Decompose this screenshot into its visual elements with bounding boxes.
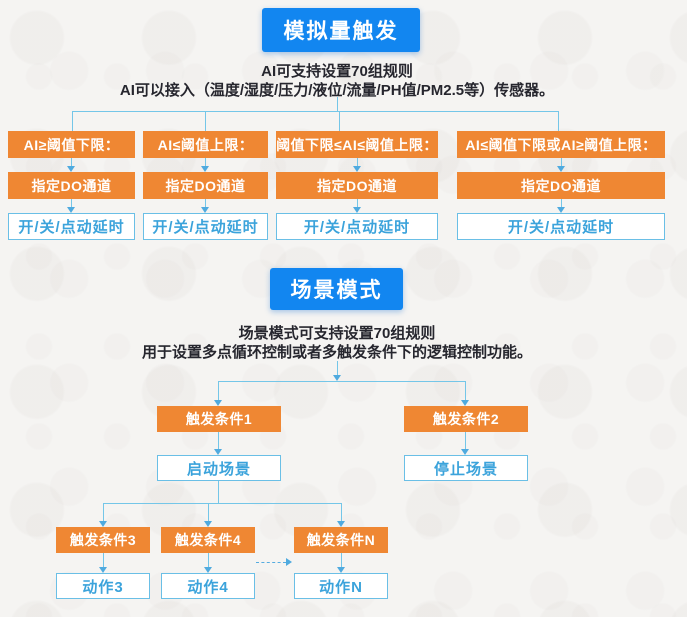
connector-vline — [337, 97, 338, 112]
connector-vline — [561, 199, 562, 207]
connector-vline — [561, 158, 562, 166]
condition-box: 阈值下限≤AI≤阈值上限： — [276, 131, 438, 158]
arrow-down-icon — [204, 567, 212, 573]
scene-desc-line2: 用于设置多点循环控制或者多触发条件下的逻辑控制功能。 — [141, 344, 532, 361]
connector-vline — [205, 158, 206, 166]
arrow-down-icon — [201, 207, 209, 213]
connector-vline — [465, 381, 466, 400]
connector-vline — [205, 199, 206, 207]
arrow-down-icon — [67, 207, 75, 213]
arrow-down-icon — [214, 449, 222, 455]
connector-vline — [208, 503, 209, 521]
arrow-down-icon — [557, 207, 565, 213]
connector-hline — [72, 111, 559, 112]
analog-desc-line1: AI可支持设置70组规则 — [261, 63, 413, 80]
do-channel-box: 指定DO通道 — [457, 172, 665, 199]
arrow-down-icon — [337, 521, 345, 527]
trigger-box: 触发条件N — [294, 527, 388, 553]
connector-vline — [339, 111, 340, 131]
arrow-down-icon — [214, 400, 222, 406]
connector-hline — [103, 503, 341, 504]
trigger-box: 触发条件3 — [56, 527, 150, 553]
arrow-down-icon — [204, 521, 212, 527]
connector-vline — [218, 481, 219, 503]
connector-vline — [103, 553, 104, 567]
action-box: 动作N — [294, 573, 388, 599]
action-box: 动作4 — [161, 573, 255, 599]
trigger-box: 触发条件1 — [157, 406, 281, 432]
scene-mode-title: 场景模式 — [270, 268, 403, 310]
output-box: 开/关/点动延时 — [143, 213, 268, 240]
connector-vline — [357, 199, 358, 207]
action-box: 停止场景 — [404, 455, 528, 481]
output-box: 开/关/点动延时 — [276, 213, 438, 240]
connector-vline — [71, 158, 72, 166]
action-box: 动作3 — [56, 573, 150, 599]
connector-vline — [465, 432, 466, 449]
arrow-down-icon — [353, 166, 361, 172]
scene-desc-line1: 场景模式可支持设置70组规则 — [238, 325, 436, 342]
trigger-box: 触发条件2 — [404, 406, 528, 432]
connector-vline — [341, 503, 342, 521]
dashed-connector — [256, 562, 286, 563]
connector-vline — [205, 111, 206, 131]
arrow-down-icon — [67, 166, 75, 172]
condition-box: AI≥阈值下限： — [8, 131, 135, 158]
do-channel-box: 指定DO通道 — [143, 172, 268, 199]
connector-vline — [341, 553, 342, 567]
arrow-down-icon — [337, 567, 345, 573]
arrow-down-icon — [353, 207, 361, 213]
connector-vline — [72, 111, 73, 131]
arrow-down-icon — [333, 375, 341, 381]
connector-vline — [103, 503, 104, 521]
connector-vline — [218, 381, 219, 400]
arrow-down-icon — [461, 449, 469, 455]
arrow-down-icon — [557, 166, 565, 172]
action-box: 启动场景 — [157, 455, 281, 481]
connector-hline — [218, 381, 465, 382]
analog-desc-line2: AI可以接入（温度/湿度/压力/液位/流量/PH值/PM2.5等）传感器。 — [119, 82, 555, 99]
do-channel-box: 指定DO通道 — [8, 172, 135, 199]
condition-box: AI≤阈值下限或AI≥阈值上限： — [457, 131, 665, 158]
connector-vline — [558, 111, 559, 131]
output-box: 开/关/点动延时 — [8, 213, 135, 240]
arrow-down-icon — [99, 567, 107, 573]
arrow-right-icon — [286, 558, 292, 566]
arrow-down-icon — [461, 400, 469, 406]
arrow-down-icon — [99, 521, 107, 527]
connector-vline — [218, 432, 219, 449]
condition-box: AI≤阈值上限： — [143, 131, 268, 158]
connector-vline — [208, 553, 209, 567]
arrow-down-icon — [201, 166, 209, 172]
output-box: 开/关/点动延时 — [457, 213, 665, 240]
do-channel-box: 指定DO通道 — [276, 172, 438, 199]
analog-trigger-title: 模拟量触发 — [262, 8, 420, 52]
connector-vline — [357, 158, 358, 166]
connector-vline — [337, 361, 338, 375]
connector-vline — [71, 199, 72, 207]
trigger-box: 触发条件4 — [161, 527, 255, 553]
